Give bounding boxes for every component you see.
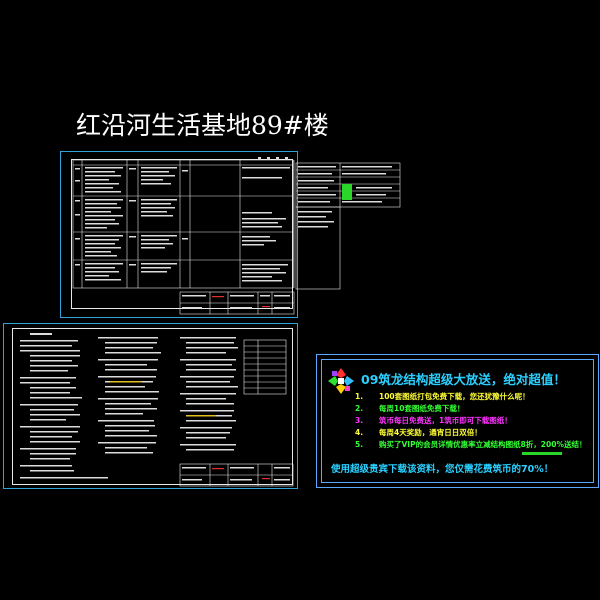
promo-item-text: 购买了VIP的会员详情优惠率立减结构图纸8折，200%送结！ <box>379 440 587 449</box>
sheet-bottom[interactable] <box>3 323 298 489</box>
promo-item-number: 1. <box>355 392 364 401</box>
top-title-block-marks <box>212 296 270 308</box>
promo-item: 1. 100套图纸打包免费下载，您还犹豫什么呢！ <box>355 391 586 403</box>
promo-link[interactable] <box>522 452 562 455</box>
bottom-title-block-text <box>182 467 290 481</box>
side-table-highlight <box>342 184 352 200</box>
bottom-title-block-marks <box>212 468 270 480</box>
drawing-title: 红沿河生活基地89#楼 <box>76 111 329 140</box>
promo-panel[interactable]: 09筑龙结构超级大放送，绝对超值！ 1. 100套图纸打包免费下载，您还犹豫什么呢… <box>316 354 599 488</box>
bottom-sheet-table <box>243 339 287 395</box>
promo-item-text: 筑币每日免费送，1筑币即可下载图纸！ <box>379 416 512 425</box>
promo-item-text: 每周4天奖励，通宵日日双倍！ <box>379 428 482 437</box>
top-sheet-text <box>75 157 392 282</box>
promo-heading: 09筑龙结构超级大放送，绝对超值！ <box>361 372 566 387</box>
promo-item: 4. 每周4天奖励，通宵日日双倍！ <box>355 427 586 439</box>
top-title-block-text <box>182 295 290 309</box>
promo-panel-frame <box>321 359 594 483</box>
bottom-sheet-highlights <box>110 381 216 417</box>
promo-item-number: 3. <box>355 416 364 425</box>
top-sheet-table <box>72 159 295 289</box>
promo-item: 3. 筑币每日免费送，1筑币即可下载图纸！ <box>355 415 586 427</box>
promo-item-number: 5. <box>355 440 364 449</box>
sheet-bottom-frame <box>12 328 293 485</box>
promo-item-text: 100套图纸打包免费下载，您还犹豫什么呢！ <box>379 392 530 401</box>
bottom-sheet-notes <box>20 333 238 479</box>
top-title-block <box>179 291 295 315</box>
promo-list: 1. 100套图纸打包免费下载，您还犹豫什么呢！ 2. 每周10套图纸免费下载！ 3… <box>355 391 586 451</box>
promo-item-number: 2. <box>355 404 364 413</box>
promo-footer: 使用超级贵宾下载该资料，您仅需花费筑币的70%！ <box>331 464 554 475</box>
promo-item-number: 4. <box>355 428 364 437</box>
promo-item-text: 每周10套图纸免费下载！ <box>379 404 465 413</box>
bottom-title-block <box>179 463 294 487</box>
promo-item: 2. 每周10套图纸免费下载！ <box>355 403 586 415</box>
promo-item: 5. 购买了VIP的会员详情优惠率立减结构图纸8折，200%送结！ <box>355 439 586 451</box>
zhulong-logo-icon <box>328 368 354 394</box>
